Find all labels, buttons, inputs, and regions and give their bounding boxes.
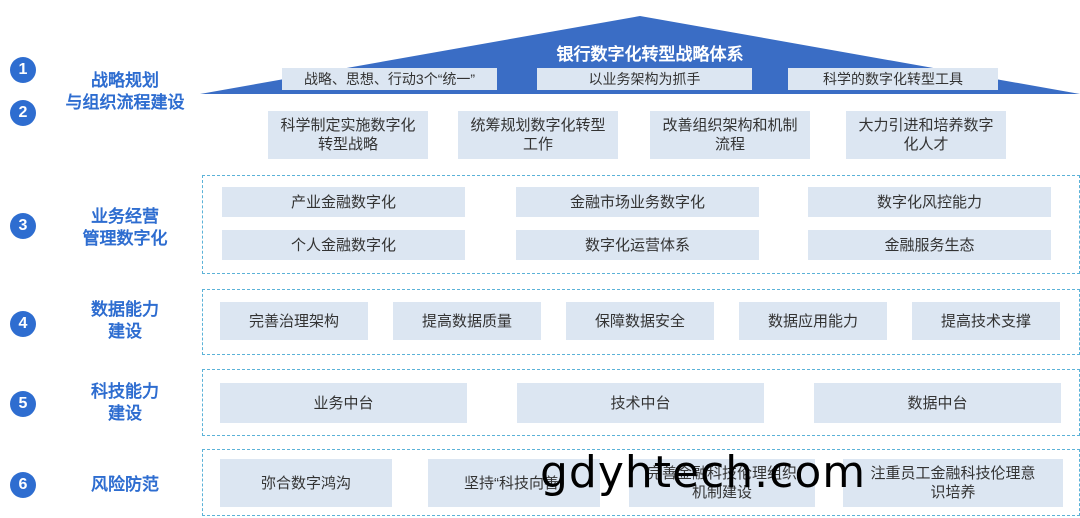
strategy-box-3: 改善组织架构和机制流程 (650, 111, 810, 159)
strategy-box-3-line2: 流程 (714, 136, 745, 153)
strategy-box-1-line1: 科学制定实施数字化 (280, 117, 416, 134)
strategy-box-3-line1: 改善组织架构和机制 (662, 117, 798, 134)
business-box-4: 个人金融数字化 (222, 230, 465, 260)
label-tech: 科技能力 建设 (50, 381, 200, 425)
strategy-box-2-line2: 工作 (522, 136, 553, 153)
label-strategy-line2: 与组织流程建设 (65, 93, 185, 112)
label-data-line1: 数据能力 (91, 300, 159, 319)
label-business-line1: 业务经营 (91, 207, 159, 226)
roof-item-1: 战略、思想、行动3个“统一” (282, 68, 497, 90)
risk-box-3: 完善金融科技伦理组织机制建设 (629, 459, 815, 507)
strategy-box-4-line2: 化人才 (903, 136, 949, 153)
strategy-box-4: 大力引进和培养数字化人才 (846, 111, 1006, 159)
risk-box-4-line1: 注重员工金融科技伦理意 (870, 465, 1036, 482)
data-box-5: 提高技术支撑 (912, 302, 1060, 340)
tech-box-1: 业务中台 (220, 383, 467, 423)
step-number-2: 2 (10, 100, 36, 126)
risk-box-1: 弥合数字鸿沟 (220, 459, 392, 507)
roof-item-3: 科学的数字化转型工具 (788, 68, 998, 90)
business-box-1: 产业金融数字化 (222, 187, 465, 217)
risk-box-4-line2: 识培养 (930, 484, 976, 501)
strategy-box-4-line1: 大力引进和培养数字 (858, 117, 994, 134)
risk-box-1-line1: 弥合数字鸿沟 (260, 474, 351, 492)
label-business-line2: 管理数字化 (82, 229, 168, 248)
step-number-1: 1 (10, 57, 36, 83)
data-box-3: 保障数据安全 (566, 302, 714, 340)
step-number-3: 3 (10, 213, 36, 239)
risk-box-2: 坚持“科技向善” (428, 459, 600, 507)
strategy-box-2-line1: 统筹规划数字化转型 (470, 117, 606, 134)
business-box-3: 数字化风控能力 (808, 187, 1051, 217)
strategy-box-2: 统筹规划数字化转型工作 (458, 111, 618, 159)
step-number-5: 5 (10, 391, 36, 417)
label-tech-line2: 建设 (108, 404, 142, 423)
roof-item-2: 以业务架构为抓手 (537, 68, 752, 90)
data-box-1: 完善治理架构 (220, 302, 368, 340)
risk-box-3-line1: 完善金融科技伦理组织 (646, 465, 797, 482)
business-box-5: 数字化运营体系 (516, 230, 759, 260)
label-strategy-line1: 战略规划 (91, 71, 159, 90)
risk-box-3-line2: 机制建设 (691, 484, 752, 501)
label-risk: 风险防范 (50, 474, 200, 496)
risk-box-4: 注重员工金融科技伦理意识培养 (843, 459, 1063, 507)
label-business: 业务经营 管理数字化 (50, 206, 200, 250)
risk-box-2-line1: 坚持“科技向善” (464, 474, 564, 492)
data-box-2: 提高数据质量 (393, 302, 541, 340)
business-box-2: 金融市场业务数字化 (516, 187, 759, 217)
roof-title: 银行数字化转型战略体系 (556, 45, 744, 64)
label-strategy: 战略规划 与组织流程建设 (50, 70, 200, 114)
step-number-6: 6 (10, 472, 36, 498)
label-data: 数据能力 建设 (50, 299, 200, 343)
label-data-line2: 建设 (108, 322, 142, 341)
tech-box-2: 技术中台 (517, 383, 764, 423)
label-tech-line1: 科技能力 (91, 382, 159, 401)
step-number-4: 4 (10, 311, 36, 337)
watermark: gdyhtech.com (540, 447, 867, 498)
tech-box-3: 数据中台 (814, 383, 1061, 423)
business-box-6: 金融服务生态 (808, 230, 1051, 260)
strategy-box-1-line2: 转型战略 (317, 136, 378, 153)
strategy-box-1: 科学制定实施数字化转型战略 (268, 111, 428, 159)
label-risk-line1: 风险防范 (91, 475, 159, 494)
data-box-4: 数据应用能力 (739, 302, 887, 340)
